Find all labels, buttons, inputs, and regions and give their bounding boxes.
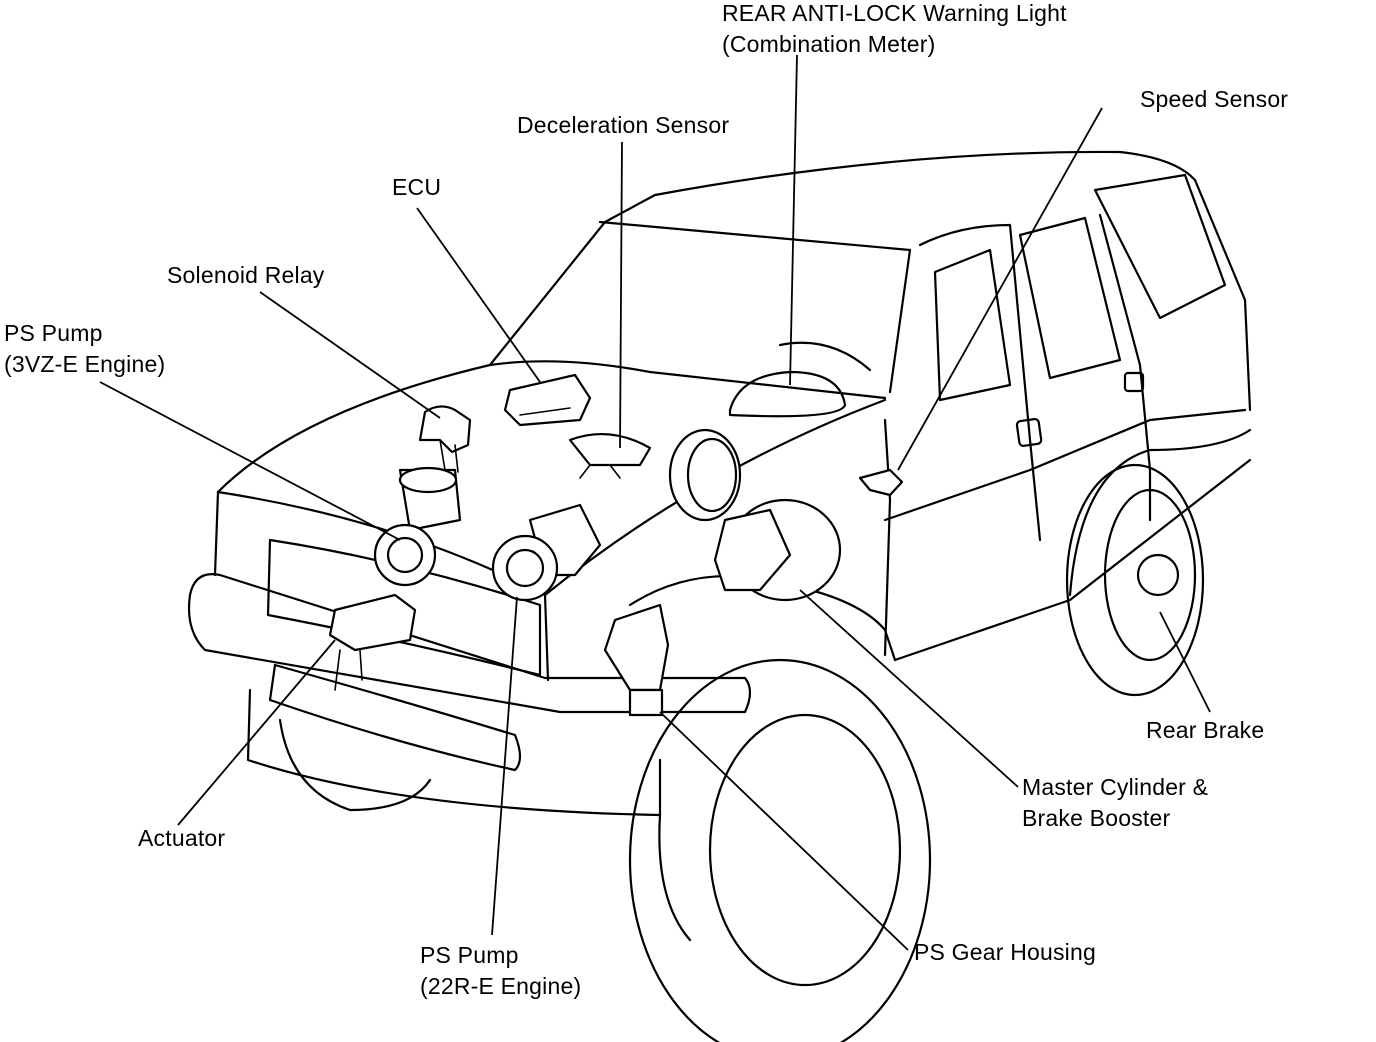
component-ps-pump-3vze <box>373 466 462 587</box>
component-ps-pump-22re <box>491 503 602 602</box>
leader-lines <box>99 54 1211 951</box>
label-master-cylinder-line2: Brake Booster <box>1022 805 1171 831</box>
leader-solenoid-relay <box>259 291 441 419</box>
component-ps-gear-housing <box>603 603 670 717</box>
label-ps-pump-3vze-line1: PS Pump <box>4 320 103 346</box>
label-speed-sensor: Speed Sensor <box>1140 86 1289 112</box>
component-ecu <box>503 373 592 427</box>
leader-deceleration-sensor <box>619 141 623 449</box>
leader-ps-pump-3vze <box>99 381 401 541</box>
component-solenoid-relay <box>418 405 472 473</box>
label-ecu: ECU <box>392 174 442 200</box>
label-master-cylinder-line1: Master Cylinder & <box>1022 774 1209 800</box>
label-rear-antilock-line1: REAR ANTI-LOCK Warning Light <box>722 0 1067 26</box>
label-solenoid-relay: Solenoid Relay <box>167 262 325 288</box>
label-rear-antilock-warning-light: REAR ANTI-LOCK Warning Light (Combinatio… <box>722 0 1067 60</box>
component-speed-sensor <box>858 468 904 497</box>
label-ps-pump-22re-line2: (22R-E Engine) <box>420 973 582 999</box>
component-deceleration-sensor <box>568 432 652 479</box>
label-rear-antilock-line2: (Combination Meter) <box>722 31 936 57</box>
leader-ps-pump-22re <box>491 596 518 936</box>
label-deceleration-sensor: Deceleration Sensor <box>517 112 730 138</box>
leader-ecu <box>416 207 541 383</box>
component-actuator <box>328 593 417 691</box>
component-brake-booster-upper <box>668 428 742 522</box>
label-ps-pump-3vze-line2: (3VZ-E Engine) <box>4 351 166 377</box>
label-ps-pump-22re-line1: PS Pump <box>420 942 519 968</box>
label-ps-pump-3vze: PS Pump (3VZ-E Engine) <box>4 318 165 380</box>
leader-speed-sensor <box>897 107 1103 471</box>
label-actuator: Actuator <box>138 825 226 851</box>
leader-rear-brake <box>1159 611 1211 713</box>
vehicle-body <box>187 150 1252 1042</box>
label-rear-brake: Rear Brake <box>1146 717 1265 743</box>
leader-master-cylinder <box>799 589 1019 788</box>
label-master-cylinder-brake-booster: Master Cylinder & Brake Booster <box>1022 772 1208 834</box>
component-master-cylinder <box>713 498 842 602</box>
leader-rear-antilock <box>789 54 798 386</box>
leader-actuator <box>177 639 336 826</box>
label-ps-pump-22re: PS Pump (22R-E Engine) <box>420 940 581 1002</box>
leader-ps-gear-housing <box>659 711 909 951</box>
label-ps-gear-housing: PS Gear Housing <box>914 939 1096 965</box>
